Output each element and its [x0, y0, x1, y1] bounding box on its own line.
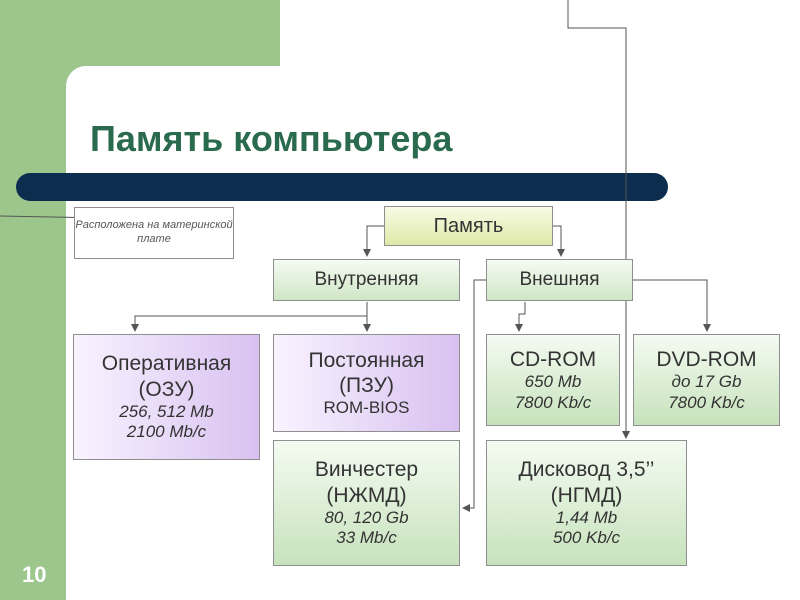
node-cdrom-spec2: 7800 Kb/c	[514, 392, 592, 412]
node-dvdrom-spec1: до 17 Gb	[671, 372, 742, 392]
node-floppy-spec1: 1,44 Mb	[555, 507, 618, 527]
node-floppy-name: Дисковод 3,5’’	[518, 458, 655, 482]
node-internal: Внутренняя	[273, 259, 460, 301]
node-memory-label: Память	[433, 215, 504, 237]
page-number: 10	[22, 562, 47, 587]
connector-dvdrom	[633, 279, 711, 332]
node-dvdrom-spec2: 7800 Kb/c	[668, 392, 745, 412]
node-ram: Оперативная (ОЗУ) 256, 512 Mb 2100 Mb/c	[73, 334, 260, 460]
top-panel	[280, 0, 800, 66]
node-hdd: Винчестер (НЖМД) 80, 120 Gb 33 Mb/c	[273, 440, 460, 566]
node-cdrom-spec1: 650 Mb	[524, 372, 582, 392]
node-rom-spec1: ROM-BIOS	[323, 397, 410, 417]
node-cdrom-name: CD-ROM	[509, 348, 597, 372]
node-rom-abbr: (ПЗУ)	[339, 373, 394, 397]
node-cdrom: CD-ROM 650 Mb 7800 Kb/c	[486, 334, 620, 426]
title-bar	[16, 173, 668, 201]
node-floppy: Дисковод 3,5’’ (НГМД) 1,44 Mb 500 Kb/c	[486, 440, 687, 566]
node-ram-name: Оперативная	[101, 352, 232, 376]
node-hdd-spec1: 80, 120 Gb	[324, 507, 409, 527]
node-ram-spec1: 256, 512 Mb	[119, 401, 214, 421]
connector-cdrom	[515, 302, 526, 332]
connector-internal	[363, 225, 384, 257]
slide-title: Память компьютера	[90, 118, 453, 159]
node-floppy-abbr: (НГМД)	[550, 483, 623, 507]
node-hdd-name: Винчестер	[314, 458, 419, 482]
node-memory: Память	[384, 206, 553, 246]
node-dvdrom: DVD-ROM до 17 Gb 7800 Kb/c	[633, 334, 780, 426]
node-hdd-spec2: 33 Mb/c	[336, 528, 397, 548]
connector-ram	[131, 302, 368, 332]
node-rom-name: Постоянная	[308, 348, 425, 372]
node-ram-abbr: (ОЗУ)	[138, 377, 195, 401]
node-rom: Постоянная (ПЗУ) ROM-BIOS	[273, 334, 460, 432]
connector-hdd	[462, 279, 486, 512]
node-internal-label: Внутренняя	[314, 268, 419, 290]
motherboard-note: Расположена на материнской плате	[74, 207, 234, 259]
node-floppy-spec2: 500 Kb/c	[552, 528, 621, 548]
node-hdd-abbr: (НЖМД)	[326, 483, 407, 507]
node-external: Внешняя	[486, 259, 633, 301]
node-ram-spec2: 2100 Mb/c	[126, 422, 207, 442]
node-dvdrom-name: DVD-ROM	[656, 348, 757, 372]
connector-floppy	[567, 0, 630, 439]
connector-external	[553, 225, 565, 257]
node-external-label: Внешняя	[519, 268, 600, 290]
